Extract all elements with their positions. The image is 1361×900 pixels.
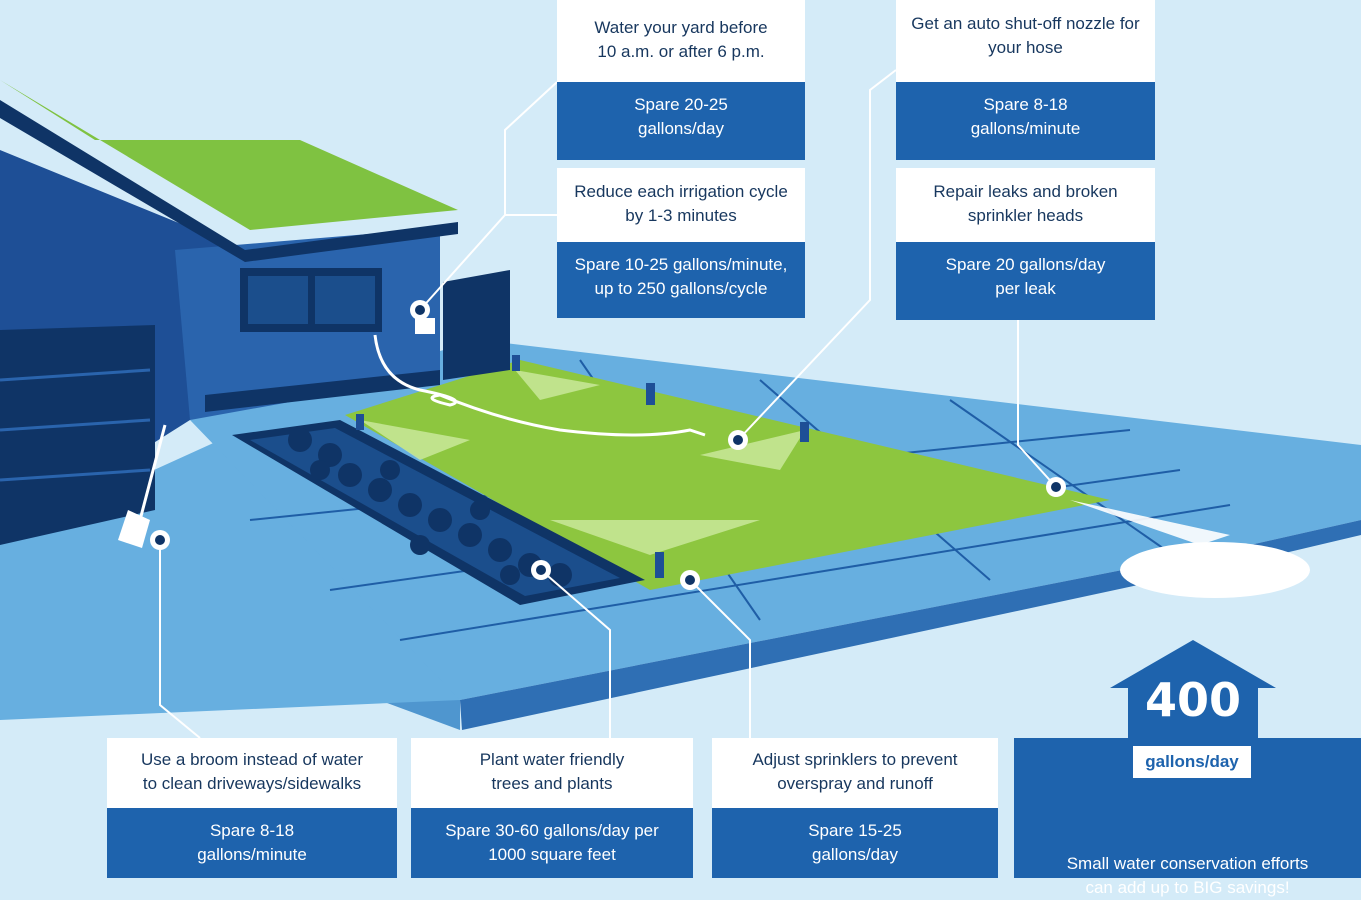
- tip-answer: Spare 8-18 gallons/minute: [107, 808, 397, 878]
- tip-question-line: to clean driveways/sidewalks: [142, 774, 362, 793]
- tip-question-line: Adjust sprinklers to prevent: [752, 750, 958, 769]
- tip-question-line: 10 a.m. or after 6 p.m.: [597, 42, 765, 61]
- tip-question: Use a broom instead of water to clean dr…: [107, 738, 397, 808]
- tip-answer-line: Spare 8-18: [209, 821, 295, 840]
- tip-question-line: sprinkler heads: [967, 206, 1084, 225]
- tip-irrigation: Reduce each irrigation cycle by 1-3 minu…: [557, 168, 805, 318]
- tip-answer: Spare 20-25 gallons/day: [557, 82, 805, 160]
- tip-answer-line: gallons/minute: [970, 119, 1081, 138]
- sprinkler-head-icon: [356, 355, 809, 578]
- leak-puddle: [1070, 500, 1310, 598]
- tip-answer-line: up to 250 gallons/cycle: [594, 279, 768, 298]
- tip-leaks: Repair leaks and broken sprinkler heads …: [896, 168, 1155, 320]
- tip-answer: Spare 10-25 gallons/minute, up to 250 ga…: [557, 242, 805, 318]
- tip-answer-line: Spare 20 gallons/day: [945, 255, 1106, 274]
- hose-icon: [373, 334, 706, 437]
- tip-question-line: your hose: [988, 38, 1063, 57]
- total-savings-unit: gallons/day: [1133, 746, 1251, 778]
- tip-question: Repair leaks and broken sprinkler heads: [896, 168, 1155, 242]
- tip-water-time: Water your yard before 10 a.m. or after …: [557, 0, 805, 160]
- tip-question-line: Reduce each irrigation cycle: [574, 182, 788, 201]
- tip-broom: Use a broom instead of water to clean dr…: [107, 738, 397, 878]
- summary-message-line: Small water conservation efforts: [1066, 854, 1309, 873]
- tip-answer-line: Spare 15-25: [808, 821, 902, 840]
- garage-door-icon: [0, 325, 155, 545]
- tip-answer: Spare 20 gallons/day per leak: [896, 242, 1155, 320]
- callout-lines: [159, 69, 1057, 739]
- tip-question-line: Get an auto shut-off nozzle for: [911, 14, 1140, 33]
- summary-message: Small water conservation efforts can add…: [1014, 852, 1361, 900]
- tip-question-line: Plant water friendly: [479, 750, 625, 769]
- tip-answer-line: Spare 10-25 gallons/minute,: [574, 255, 788, 274]
- tip-answer-line: gallons/day: [811, 845, 898, 864]
- summary-message-line: can add up to BIG savings!: [1085, 878, 1290, 897]
- tip-question-line: Use a broom instead of water: [140, 750, 364, 769]
- window-icon: [240, 268, 382, 332]
- tip-question: Plant water friendly trees and plants: [411, 738, 693, 808]
- tip-answer-line: Spare 20-25: [634, 95, 728, 114]
- tip-question: Reduce each irrigation cycle by 1-3 minu…: [557, 168, 805, 242]
- yard-illustration: [0, 69, 1361, 739]
- tip-answer: Spare 15-25 gallons/day: [712, 808, 998, 878]
- broom-icon: [118, 424, 167, 548]
- tip-sprinklers: Adjust sprinklers to prevent overspray a…: [712, 738, 998, 878]
- total-savings-number: 400: [1144, 673, 1242, 727]
- tip-answer-line: gallons/minute: [197, 845, 307, 864]
- callout-marker-icon: [150, 300, 1066, 590]
- tip-question: Water your yard before 10 a.m. or after …: [557, 0, 805, 82]
- house-icon: [0, 80, 510, 545]
- sprinkler-sprays: [360, 370, 805, 555]
- tip-question: Get an auto shut-off nozzle for your hos…: [896, 0, 1155, 82]
- tip-question-line: by 1-3 minutes: [625, 206, 737, 225]
- tip-answer: Spare 8-18 gallons/minute: [896, 82, 1155, 160]
- tip-nozzle: Get an auto shut-off nozzle for your hos…: [896, 0, 1155, 160]
- tip-question-line: trees and plants: [491, 774, 613, 793]
- tip-question-line: Water your yard before: [594, 18, 768, 37]
- plant-bed-icon: [232, 420, 645, 605]
- tip-answer-line: Spare 8-18: [983, 95, 1068, 114]
- tip-answer: Spare 30-60 gallons/day per 1000 square …: [411, 808, 693, 878]
- tip-answer-line: gallons/day: [637, 119, 724, 138]
- fence: [443, 270, 510, 380]
- tip-question-line: overspray and runoff: [777, 774, 933, 793]
- tip-answer-line: 1000 square feet: [488, 845, 616, 864]
- water-meter-icon: [415, 318, 435, 334]
- tip-question: Adjust sprinklers to prevent overspray a…: [712, 738, 998, 808]
- tip-answer-line: Spare 30-60 gallons/day per: [445, 821, 659, 840]
- tip-plants: Plant water friendly trees and plants Sp…: [411, 738, 693, 878]
- tip-answer-line: per leak: [995, 279, 1056, 298]
- lawn: [345, 360, 1110, 590]
- tip-question-line: Repair leaks and broken: [933, 182, 1118, 201]
